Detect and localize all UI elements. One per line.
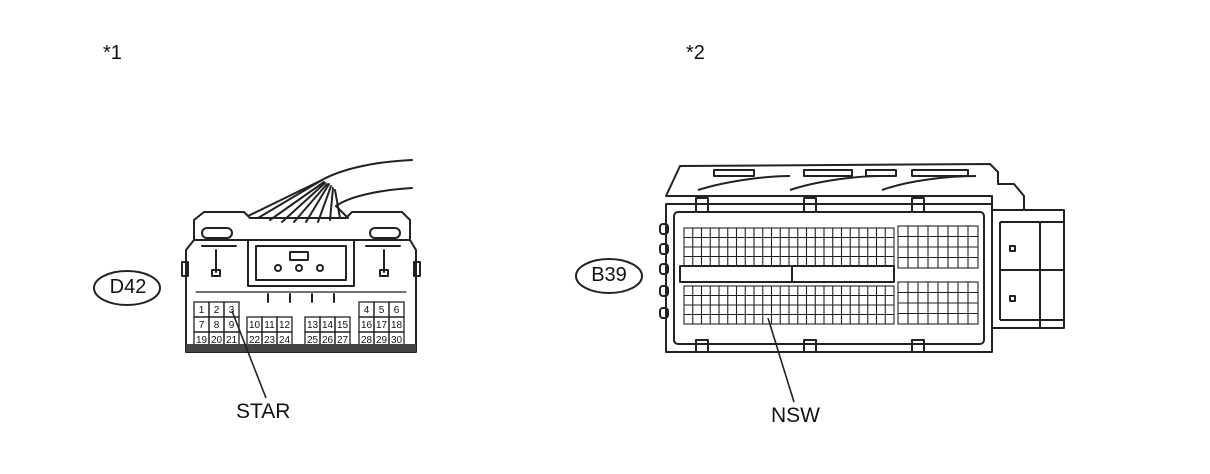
pin-number: 15 (337, 320, 349, 331)
pin-number: 1 (199, 305, 205, 316)
leader-line-nsw (767, 317, 795, 403)
pin-number: 13 (307, 320, 319, 331)
pin-number: 23 (264, 335, 276, 346)
pin-number: 30 (391, 335, 403, 346)
pin-number: 29 (376, 335, 388, 346)
pin-number: 8 (214, 320, 220, 331)
pin-number: 7 (199, 320, 205, 331)
pin-number: 19 (196, 335, 208, 346)
pin-number: 16 (361, 320, 373, 331)
connector-d42-base (186, 344, 416, 352)
figure-ref-2: *2 (686, 42, 705, 64)
terminal-label-nsw: NSW (771, 404, 820, 427)
pin-number: 3 (229, 305, 235, 316)
pin-number: 22 (249, 335, 261, 346)
pin-number: 4 (364, 305, 370, 316)
connector-b39-housing (659, 163, 1065, 353)
connector-id-bubble-d42 (93, 270, 161, 306)
terminal-label-star: STAR (236, 400, 291, 423)
wire-harness (247, 159, 413, 223)
connector-id-b39: B39 (591, 264, 627, 286)
connector-id-d42: D42 (109, 276, 147, 298)
pin-number: 28 (361, 335, 373, 346)
pin-number: 6 (394, 305, 400, 316)
pin-number: 2 (214, 305, 220, 316)
pin-number: 10 (249, 320, 261, 331)
pin-number: 14 (322, 320, 334, 331)
pin-number: 11 (264, 320, 275, 331)
connector-d42-housing (181, 211, 421, 353)
pin-number: 12 (279, 320, 291, 331)
pin-grid-b39 (683, 225, 979, 325)
connector-id-bubble-b39 (575, 258, 643, 294)
pin-number: 26 (322, 335, 334, 346)
pin-number: 21 (226, 335, 238, 346)
leader-line-star (231, 310, 267, 399)
pin-number: 20 (211, 335, 223, 346)
pin-number: 18 (391, 320, 403, 331)
pin-number: 17 (376, 320, 388, 331)
pin-number: 25 (307, 335, 319, 346)
pin-number: 9 (229, 320, 235, 331)
pin-number: 27 (337, 335, 349, 346)
pin-number: 5 (379, 305, 385, 316)
pin-number: 24 (279, 335, 291, 346)
figure-ref-1: *1 (103, 42, 122, 64)
